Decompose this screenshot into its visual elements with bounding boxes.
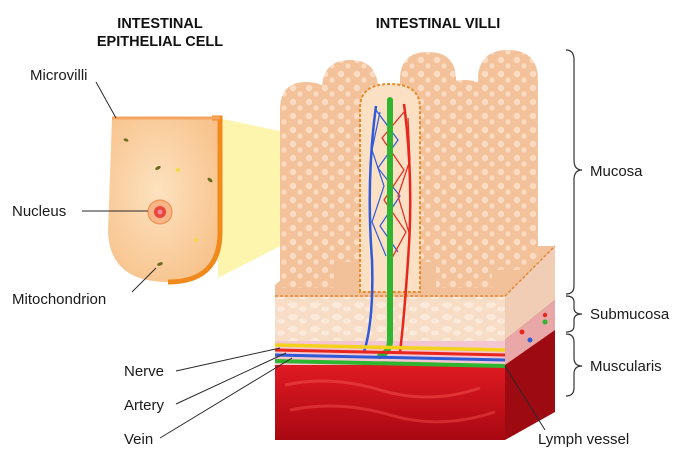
label-mucosa: Mucosa <box>590 163 643 180</box>
leader-nerve <box>175 347 281 372</box>
label-microvilli: Microvilli <box>30 67 88 84</box>
mitochondrion <box>207 177 213 183</box>
brace-mucosa <box>565 49 583 295</box>
label-vein: Vein <box>124 431 153 448</box>
villi-title: INTESTINAL VILLI <box>376 16 501 32</box>
villus <box>436 80 492 288</box>
villus <box>280 82 334 288</box>
label-lymph-vessel: Lymph vessel <box>538 431 629 448</box>
cell-border-highlight <box>167 115 223 285</box>
mitochondrion <box>123 138 129 142</box>
label-nucleus: Nucleus <box>12 203 66 220</box>
muscularis-layer <box>275 365 505 440</box>
leader-lymph-vessel <box>504 365 546 431</box>
leader-vein <box>159 357 293 439</box>
villus <box>486 95 530 270</box>
leader-artery <box>175 352 287 405</box>
leader-microvilli <box>95 81 117 119</box>
cell-body <box>108 118 220 282</box>
villi-group <box>280 50 538 359</box>
cell-title-line2: EPITHELIAL CELL <box>97 34 223 50</box>
mitochondrion <box>155 165 161 171</box>
label-submucosa: Submucosa <box>590 306 670 323</box>
label-mitochondrion: Mitochondrion <box>12 291 106 308</box>
label-muscularis: Muscularis <box>590 358 662 375</box>
brace-muscularis <box>565 333 583 397</box>
epithelial-cell <box>108 115 223 285</box>
cell-title-line1: INTESTINAL <box>117 16 203 32</box>
mitochondrion <box>157 262 163 266</box>
vein-vessel <box>362 105 378 353</box>
brace-submucosa <box>565 295 583 333</box>
leader-mitochondrion <box>131 267 157 293</box>
horizontal-vessels <box>274 343 506 368</box>
artery-vessel <box>398 103 412 353</box>
label-nerve: Nerve <box>124 363 164 380</box>
label-artery: Artery <box>124 397 165 414</box>
